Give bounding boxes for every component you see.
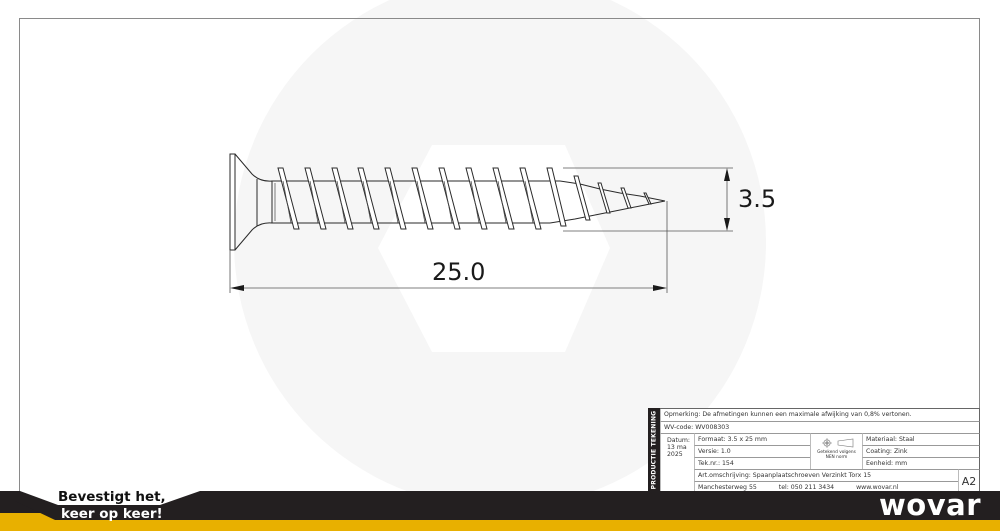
format-cell: Formaat: 3.5 x 25 mm [694,433,810,445]
drawing-frame-border [19,18,980,498]
drawing-number-cell: Tek.nr.: 154 [694,457,810,469]
date-cell: Datum: 13 ma 2025 [660,433,694,493]
projection-symbol-icon [821,438,853,448]
remark-cell: Opmerking: De afmetingen kunnen een maxi… [660,409,980,421]
dimension-lines [229,167,733,293]
screw-outline [229,153,666,251]
slogan-line-1: Bevestigt het, [58,489,166,505]
dimension-arrows [230,168,730,291]
title-block-side-label: PRODUCTIE TEKENING [648,408,660,492]
material-cell: Materiaal: Staal [862,433,980,445]
coating-cell: Coating: Zink [862,445,980,457]
description-cell: Art.omschrijving: Spaanplaatschroeven Ve… [694,469,958,481]
wv-code-cell: WV-code: WV008303 [660,421,980,433]
diameter-dimension-label: 3.5 [738,185,777,213]
slogan-line-2: keer op keer! [61,506,163,522]
version-cell: Versie: 1.0 [694,445,810,457]
norm-cell: Getekend volgens NEN norm [810,433,862,469]
address-cell: Manchesterweg 55 tel: 050 211 3434 www.w… [694,481,958,493]
length-dimension-label: 25.0 [432,258,486,286]
sheet-size-cell: A2 [958,469,980,493]
title-block-grid: Opmerking: De afmetingen kunnen een maxi… [660,408,980,493]
title-block: PRODUCTIE TEKENING Opmerking: De afmetin… [648,408,980,493]
wovar-logo: wovar [879,488,981,522]
unit-cell: Eenheid: mm [862,457,980,469]
bottom-banner [0,491,1000,531]
